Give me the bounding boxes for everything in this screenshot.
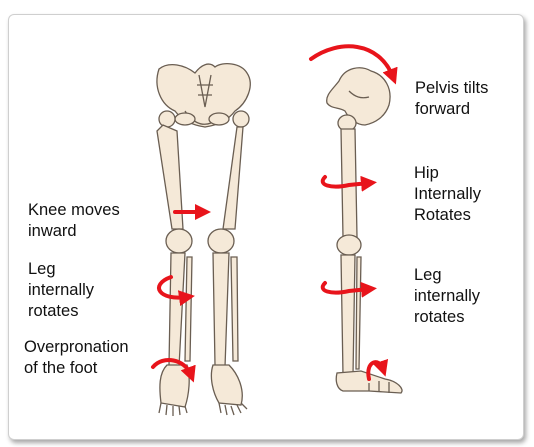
front-leg-right <box>207 110 250 416</box>
skeleton-illustration <box>151 44 403 416</box>
label-hip-internally-rotates: Hip Internally Rotates <box>414 164 481 224</box>
diagram-frame: Knee moves inward Leg internally rotates… <box>8 14 524 440</box>
rotation-arrow-icon <box>151 44 398 383</box>
label-knee-moves-inward: Knee moves inward <box>28 201 120 240</box>
label-pelvis-tilts-forward: Pelvis tilts forward <box>415 79 489 118</box>
side-leg <box>335 128 403 394</box>
front-leg-left <box>156 110 193 416</box>
side-pelvis <box>326 67 391 132</box>
label-leg-internally-rotates-right: Leg internally rotates <box>414 266 481 326</box>
front-pelvis <box>156 62 251 128</box>
label-leg-internally-rotates-left: Leg internally rotates <box>28 260 95 320</box>
label-overpronation: Overpronation of the foot <box>24 338 129 377</box>
